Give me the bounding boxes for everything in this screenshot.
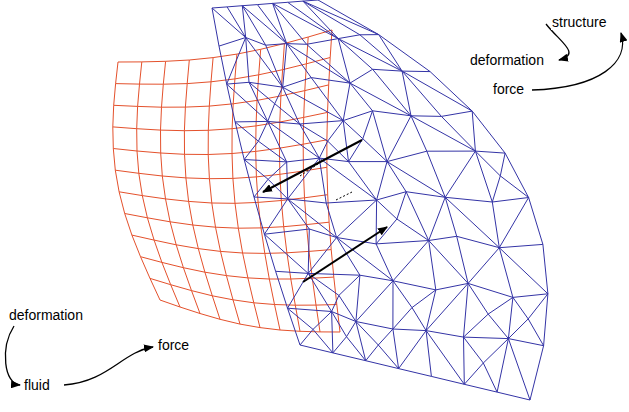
fluid-grid (113, 30, 340, 332)
deformation-label: deformation (8, 307, 84, 323)
curved-arrow (64, 347, 153, 385)
cycle-arrows (5, 24, 622, 385)
fluid-label: fluid (23, 377, 51, 393)
structure-triangles (212, 0, 548, 400)
force-arrow (263, 140, 362, 192)
curved-arrow (5, 326, 20, 385)
curved-arrow (532, 33, 623, 90)
deformation-arrow (303, 227, 387, 282)
force-label: force (157, 337, 190, 353)
exchange-arrows (263, 140, 387, 282)
structure-label: structure (551, 14, 607, 30)
force-label: force (492, 81, 525, 97)
fluid-mesh (113, 30, 340, 332)
structure-mesh (212, 0, 548, 400)
deformation-label: deformation (469, 52, 545, 68)
dotted-line (300, 164, 352, 200)
